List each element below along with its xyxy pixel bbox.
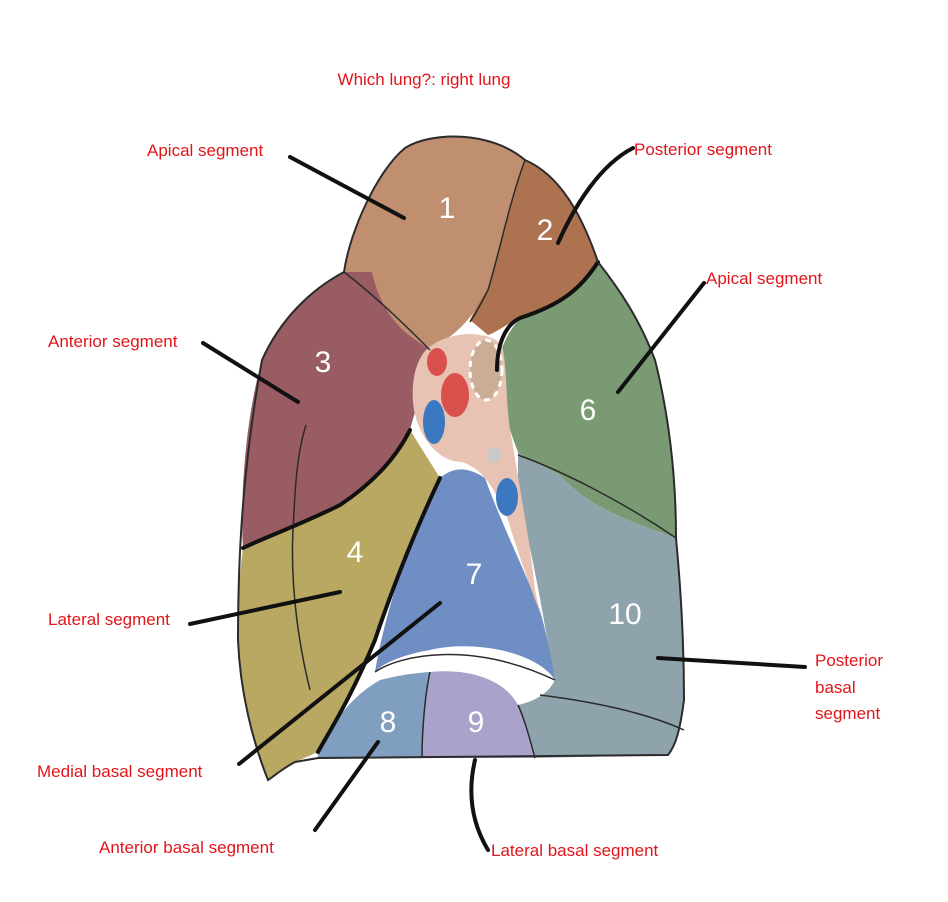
leader-lateral — [188, 590, 342, 626]
label-posterior-basal-line1: Posterior — [815, 651, 883, 670]
segment-number-7: 7 — [466, 558, 483, 591]
label-anterior-basal: Anterior basal segment — [99, 838, 274, 857]
lung — [236, 135, 686, 782]
seam-6-10 — [517, 454, 677, 539]
lymph-node — [487, 447, 501, 463]
pulmonary-vein-lower — [496, 478, 518, 516]
labels: Which lung?: right lung Apical segment P… — [37, 70, 883, 860]
oblique-fissure-upper — [495, 260, 600, 372]
segment-numbers: 1 2 3 4 6 7 8 9 10 — [315, 192, 642, 739]
label-posterior-basal-line2: basal — [815, 678, 856, 697]
label-posterior-basal-line3: segment — [815, 704, 880, 723]
diagram-title: Which lung?: right lung — [338, 70, 511, 89]
leader-anterior — [201, 341, 300, 404]
seam-10-inner — [539, 694, 685, 731]
seam-9-10 — [517, 704, 536, 759]
label-apical-upper: Apical segment — [147, 141, 264, 160]
segment-number-3: 3 — [315, 346, 332, 379]
label-medial-basal: Medial basal segment — [37, 762, 203, 781]
pulmonary-artery-small — [427, 348, 447, 376]
segment-number-9: 9 — [468, 706, 485, 739]
pulmonary-artery — [441, 373, 469, 417]
seam-3-inner — [291, 424, 311, 691]
segment-3-anterior — [242, 272, 430, 548]
label-anterior: Anterior segment — [48, 332, 178, 351]
leader-lines — [188, 146, 807, 852]
lung-outline — [236, 135, 686, 782]
leader-apical-lower — [616, 281, 706, 394]
seam-1-3 — [343, 271, 431, 351]
label-lateral-basal: Lateral basal segment — [491, 841, 659, 860]
label-posterior: Posterior segment — [634, 140, 772, 159]
segment-6-apical-lower — [497, 262, 676, 538]
segment-number-6: 6 — [580, 394, 597, 427]
leader-posterior — [556, 146, 635, 245]
label-apical-lower: Apical segment — [706, 269, 823, 288]
oblique-fissure-lower — [316, 476, 442, 754]
segment-1-apical — [344, 136, 525, 350]
segment-number-8: 8 — [380, 706, 397, 739]
segment-9-lateral-basal — [422, 671, 535, 758]
leader-apical-upper — [288, 155, 406, 220]
segment-10-posterior-basal — [518, 452, 684, 758]
segment-4-lateral — [238, 430, 440, 780]
segment-8-anterior-basal — [318, 672, 430, 758]
horizontal-fissure — [241, 428, 412, 550]
pulmonary-vein — [423, 400, 445, 444]
leader-lateral-basal — [469, 758, 490, 852]
leader-posterior-basal — [656, 656, 807, 669]
leader-medial-basal — [237, 601, 442, 766]
segment-number-10: 10 — [608, 598, 641, 631]
segment-2-posterior — [470, 160, 598, 335]
seam-1-2 — [469, 159, 526, 323]
segment-number-2: 2 — [537, 214, 554, 247]
segment-number-4: 4 — [347, 536, 364, 569]
segment-number-1: 1 — [439, 192, 456, 225]
seam-8-9 — [421, 671, 431, 759]
bronchus — [468, 338, 504, 402]
leader-anterior-basal — [313, 740, 380, 832]
seam-7-bottom — [374, 653, 556, 681]
label-lateral: Lateral segment — [48, 610, 170, 629]
